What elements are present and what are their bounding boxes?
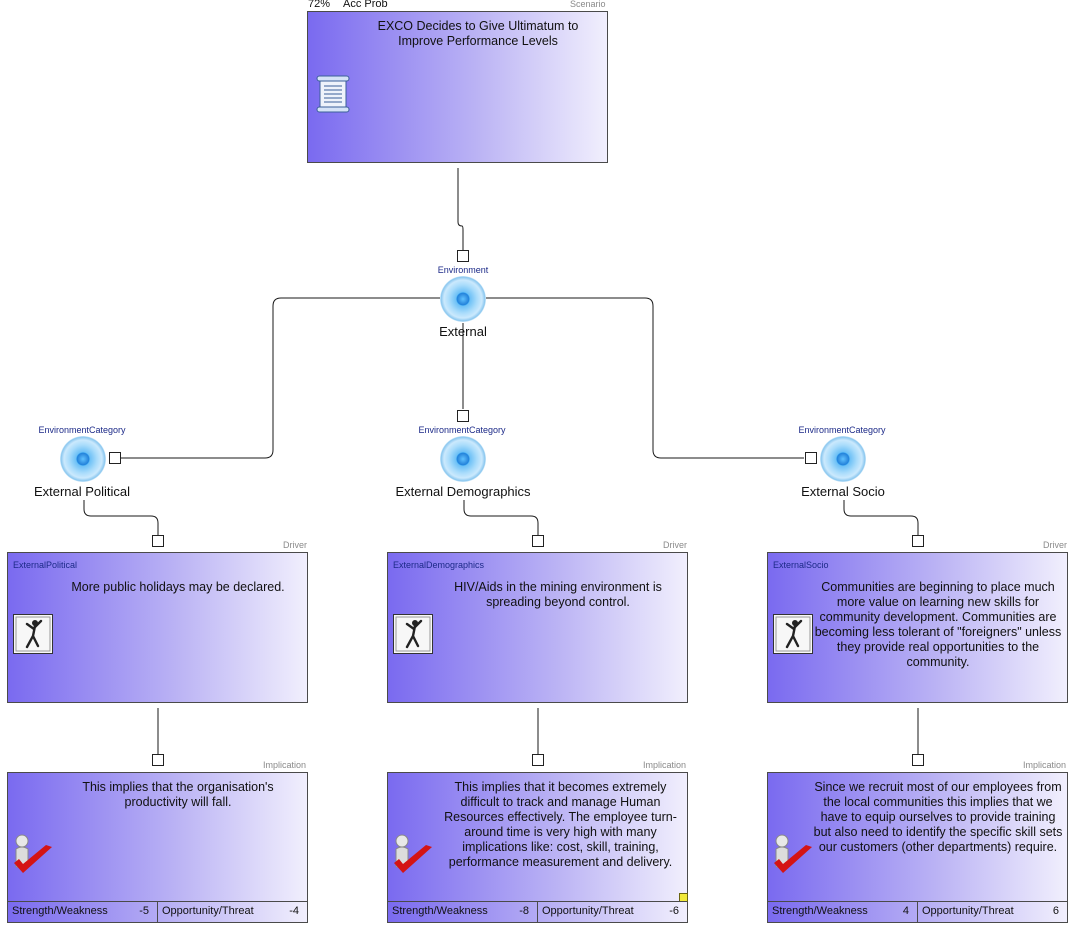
opportunity-threat-value: -4 bbox=[289, 905, 299, 917]
driver-type-label: Driver bbox=[663, 540, 687, 550]
driver-tag: ExternalPolitical bbox=[13, 560, 78, 570]
driver-box-socio[interactable]: ExternalSocio Communities are beginning … bbox=[767, 552, 1068, 703]
golfer-icon bbox=[13, 614, 53, 659]
category-label-political: External Political bbox=[33, 484, 131, 499]
category-node-icon[interactable] bbox=[60, 436, 106, 482]
environment-label: External bbox=[439, 324, 487, 339]
accuracy-percent: 72% bbox=[308, 0, 331, 10]
implication-type-label: Implication bbox=[643, 760, 687, 770]
driver-type-label: Driver bbox=[1043, 540, 1067, 550]
score-bar: Strength/Weakness 4 Opportunity/Threat 6 bbox=[768, 901, 1067, 922]
category-label-socio: External Socio bbox=[801, 484, 885, 499]
scenario-box[interactable]: EXCO Decides to Give Ultimatum to Improv… bbox=[307, 11, 608, 163]
implication-text: Since we recruit most of our employees f… bbox=[813, 780, 1063, 854]
category-port[interactable] bbox=[805, 452, 817, 464]
implication-input-port[interactable] bbox=[912, 754, 924, 766]
driver-input-port[interactable] bbox=[532, 535, 544, 547]
strength-weakness-cell[interactable]: Strength/Weakness -8 bbox=[388, 902, 537, 922]
implication-input-port[interactable] bbox=[152, 754, 164, 766]
environment-tag: Environment bbox=[437, 265, 489, 275]
category-tag: EnvironmentCategory bbox=[798, 425, 886, 435]
implication-box-political[interactable]: This implies that the organisation's pro… bbox=[7, 772, 308, 923]
acc-prob-label: Acc Prob bbox=[343, 0, 388, 10]
opportunity-threat-cell[interactable]: Opportunity/Threat 6 bbox=[917, 902, 1067, 922]
opportunity-threat-cell[interactable]: Opportunity/Threat -4 bbox=[157, 902, 307, 922]
score-bar: Strength/Weakness -8 Opportunity/Threat -6 bbox=[388, 901, 687, 922]
strength-weakness-label: Strength/Weakness bbox=[392, 905, 488, 917]
scenario-input-port[interactable] bbox=[457, 250, 469, 262]
category-tag: EnvironmentCategory bbox=[38, 425, 126, 435]
driver-text: Communities are beginning to place much … bbox=[814, 580, 1062, 669]
score-bar: Strength/Weakness -5 Opportunity/Threat -4 bbox=[8, 901, 307, 922]
opportunity-threat-label: Opportunity/Threat bbox=[542, 905, 634, 917]
driver-input-port[interactable] bbox=[152, 535, 164, 547]
implication-type-label: Implication bbox=[1023, 760, 1067, 770]
strength-weakness-label: Strength/Weakness bbox=[772, 905, 868, 917]
opportunity-threat-label: Opportunity/Threat bbox=[922, 905, 1014, 917]
implication-box-socio[interactable]: Since we recruit most of our employees f… bbox=[767, 772, 1068, 923]
strength-weakness-value: 4 bbox=[902, 905, 909, 917]
implication-input-port[interactable] bbox=[532, 754, 544, 766]
implication-text: This implies that it becomes extremely d… bbox=[444, 780, 677, 869]
golfer-icon bbox=[393, 614, 433, 659]
driver-text: HIV/Aids in the mining environment is sp… bbox=[454, 580, 662, 609]
driver-type-label: Driver bbox=[283, 540, 307, 550]
implication-type-label: Implication bbox=[263, 760, 307, 770]
category-tag: EnvironmentCategory bbox=[418, 425, 506, 435]
figure-with-checkmark-icon bbox=[390, 833, 436, 882]
scroll-icon bbox=[315, 75, 351, 118]
driver-tag: ExternalDemographics bbox=[393, 560, 485, 570]
driver-box-demographics[interactable]: ExternalDemographics HIV/Aids in the min… bbox=[387, 552, 688, 703]
implication-box-demographics[interactable]: This implies that it becomes extremely d… bbox=[387, 772, 688, 923]
category-port[interactable] bbox=[457, 410, 469, 422]
strength-weakness-value: -5 bbox=[139, 905, 149, 917]
driver-tag: ExternalSocio bbox=[773, 560, 829, 570]
opportunity-threat-cell[interactable]: Opportunity/Threat -6 bbox=[537, 902, 687, 922]
opportunity-threat-value: 6 bbox=[1052, 905, 1059, 917]
figure-with-checkmark-icon bbox=[10, 833, 56, 882]
figure-with-checkmark-icon bbox=[770, 833, 816, 882]
category-node-icon[interactable] bbox=[440, 436, 486, 482]
category-port[interactable] bbox=[109, 452, 121, 464]
opportunity-threat-label: Opportunity/Threat bbox=[162, 905, 254, 917]
strength-weakness-cell[interactable]: Strength/Weakness -5 bbox=[8, 902, 157, 922]
driver-box-political[interactable]: ExternalPolitical More public holidays m… bbox=[7, 552, 308, 703]
driver-text: More public holidays may be declared. bbox=[71, 580, 285, 594]
opportunity-threat-value: -6 bbox=[669, 905, 679, 917]
strength-weakness-label: Strength/Weakness bbox=[12, 905, 108, 917]
scenario-title: EXCO Decides to Give Ultimatum to Improv… bbox=[377, 19, 579, 48]
golfer-icon bbox=[773, 614, 813, 659]
strength-weakness-value: -8 bbox=[519, 905, 529, 917]
implication-text: This implies that the organisation's pro… bbox=[82, 780, 274, 809]
environment-node-icon[interactable] bbox=[440, 276, 486, 322]
strength-weakness-cell[interactable]: Strength/Weakness 4 bbox=[768, 902, 917, 922]
driver-input-port[interactable] bbox=[912, 535, 924, 547]
scenario-type-label: Scenario bbox=[570, 0, 606, 9]
category-label-demographics: External Demographics bbox=[395, 484, 531, 499]
category-node-icon[interactable] bbox=[820, 436, 866, 482]
